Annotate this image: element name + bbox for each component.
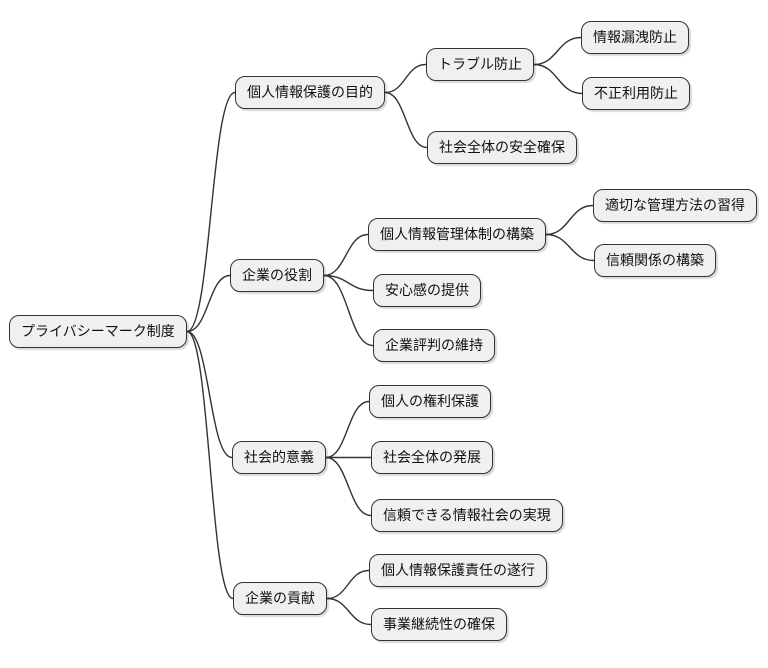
node-trouble-prevention: トラブル防止 [426,48,534,81]
edge-b3-b3c3 [325,456,372,517]
node-purpose-of-personal-info-protection: 個人情報保護の目的 [235,76,385,109]
edge-root-b2 [186,274,231,333]
edge-b2c1-b2c1g2 [545,233,595,262]
edge-b1-b1c2 [384,91,428,149]
node-development-of-whole-society: 社会全体の発展 [371,441,493,474]
node-privacy-mark-system: プライバシーマーク制度 [9,315,187,348]
edge-b4-b4c1 [326,569,370,600]
edge-b1c1-b1c1g2 [533,63,583,95]
node-fulfilling-protection-responsibility: 個人情報保護責任の遂行 [369,554,547,587]
node-building-personal-info-management-system: 個人情報管理体制の構築 [368,218,546,251]
edge-b2-b2c1 [323,233,369,277]
node-social-significance: 社会的意義 [232,441,326,474]
node-society-wide-safety: 社会全体の安全確保 [427,131,577,164]
edge-b4-b4c2 [326,597,372,626]
edge-root-b1 [186,91,236,333]
edge-b2-b2c2 [323,274,374,292]
node-info-leak-prevention: 情報漏洩防止 [581,21,689,54]
edge-b1c1-b1c1g1 [533,36,582,66]
edge-root-b3 [186,330,233,459]
node-corporate-contribution: 企業の貢献 [233,582,327,615]
node-protection-of-individual-rights: 個人の権利保護 [369,385,491,418]
node-learning-proper-management-methods: 適切な管理方法の習得 [593,189,757,222]
edge-b2c1-b2c1g1 [545,204,594,236]
node-providing-reassurance: 安心感の提供 [373,274,481,307]
edge-b1-b1c1 [384,63,427,94]
edge-b2-b2c3 [323,274,374,347]
node-unauthorized-use-prevention: 不正利用防止 [582,77,690,110]
node-maintaining-corporate-reputation: 企業評判の維持 [373,329,495,362]
node-role-of-companies: 企業の役割 [230,259,324,292]
node-realizing-trustworthy-info-society: 信頼できる情報社会の実現 [371,499,563,532]
edge-b3-b3c1 [325,400,370,459]
node-building-trust-relationships: 信頼関係の構築 [594,244,716,277]
node-ensuring-business-continuity: 事業継続性の確保 [371,608,507,641]
edge-root-b4 [186,330,234,600]
